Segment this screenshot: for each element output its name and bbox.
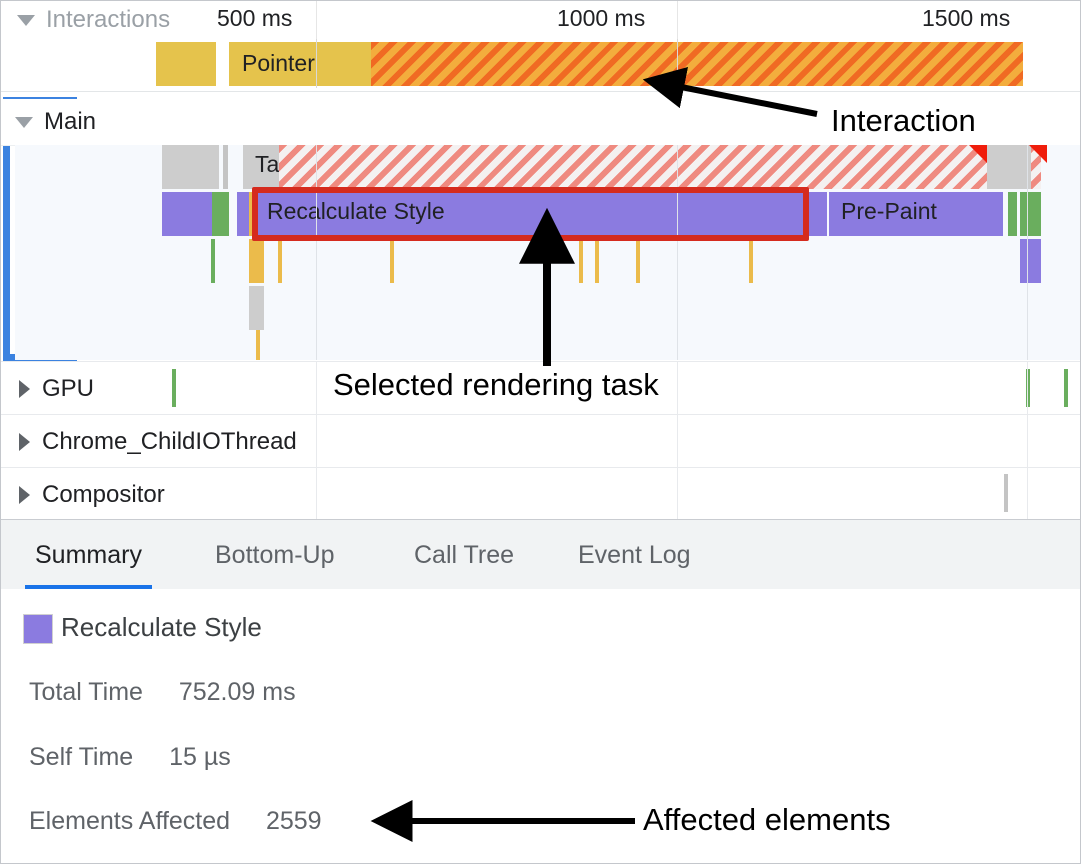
flame-bar-yellow-tick-2[interactable]: [390, 239, 394, 283]
ruler-tick-500: 500 ms: [217, 5, 293, 31]
flame-bar-yellow-tick-7[interactable]: [256, 330, 260, 360]
chevron-down-icon[interactable]: [15, 116, 33, 128]
summary-key-self-time: Self Time: [29, 743, 134, 771]
tab-bottom-up[interactable]: Bottom-Up: [205, 520, 344, 590]
flame-bar-pre-paint-label: Pre-Paint: [841, 198, 937, 224]
flame-bar-task-hatched[interactable]: [279, 145, 987, 189]
flame-bar-yellow-block[interactable]: [249, 239, 264, 283]
chevron-down-icon[interactable]: [17, 14, 35, 26]
tab-event-log-label: Event Log: [578, 540, 691, 569]
flame-bar-purple-3[interactable]: [807, 192, 827, 236]
summary-row-elements-affected: Elements Affected 2559: [29, 807, 322, 836]
selection-highlight[interactable]: [252, 187, 809, 241]
interaction-bar-pointer-label: Pointer: [242, 50, 315, 76]
summary-value-total-time: 752.09 ms: [178, 678, 296, 706]
sidebar-item-main[interactable]: Main: [1, 99, 1080, 146]
ruler-tick-1000: 1000 ms: [557, 5, 646, 31]
summary-value-elements-affected: 2559: [265, 807, 322, 835]
tab-summary[interactable]: Summary: [25, 520, 152, 590]
flame-bar-yellow-tick-5[interactable]: [636, 239, 640, 283]
interaction-bar-1[interactable]: [156, 42, 216, 86]
flame-bar-gray-small[interactable]: [249, 286, 264, 330]
chevron-right-icon[interactable]: [19, 432, 30, 451]
flame-bar-recalculate-style-label: Recalculate Style: [267, 198, 445, 224]
summary-event-name: Recalculate Style: [61, 612, 262, 642]
tab-call-tree-label: Call Tree: [414, 540, 515, 569]
interaction-bar-pointer[interactable]: Pointer: [229, 42, 371, 86]
flame-bar-yellow-tick-3[interactable]: [579, 239, 583, 283]
warning-triangle-icon-2[interactable]: [1029, 145, 1047, 163]
tab-call-tree[interactable]: Call Tree: [404, 520, 524, 590]
tab-event-log[interactable]: Event Log: [568, 520, 701, 590]
main-flame-chart[interactable]: Task Recalculate Style Pre-Paint: [15, 145, 1080, 360]
chevron-right-icon[interactable]: [19, 485, 30, 504]
event-color-swatch: [23, 614, 53, 644]
timeline-gridline-1: [316, 1, 317, 39]
gpu-mark-2: [1026, 369, 1030, 407]
collapsed-gridline-2: [677, 361, 678, 519]
flame-bar-yellow-tick-1[interactable]: [278, 239, 282, 283]
flame-bar-hatch-tail[interactable]: [1031, 145, 1041, 189]
flame-bar-green-3[interactable]: [1020, 192, 1041, 236]
track-label-gpu: GPU: [42, 374, 95, 402]
summary-pane: Recalculate Style Total Time 752.09 ms S…: [1, 589, 1080, 863]
timeline-gridline-overlay-2: [677, 39, 678, 88]
gpu-mark-3: [1064, 369, 1068, 407]
chevron-right-icon[interactable]: [19, 379, 30, 398]
tab-bottom-up-label: Bottom-Up: [215, 540, 335, 569]
flame-bar-gray-1[interactable]: [162, 145, 219, 189]
flame-bar-gray-2[interactable]: [987, 145, 1031, 189]
track-label-main: Main: [44, 108, 97, 135]
summary-key-total-time: Total Time: [29, 678, 143, 706]
interaction-long-bar[interactable]: [371, 42, 1023, 86]
flame-bar-purple-tail[interactable]: [1020, 239, 1041, 283]
flame-gridline-2: [677, 145, 678, 360]
summary-key-elements-affected: Elements Affected: [29, 807, 231, 835]
sidebar-item-chrome-childiothread[interactable]: Chrome_ChildIOThread: [1, 414, 1080, 468]
interactions-track-divider: [1, 91, 1080, 92]
timeline-ruler[interactable]: 500 ms 1000 ms 1500 ms: [1, 1, 1080, 39]
tab-summary-label: Summary: [35, 540, 142, 569]
flame-bar-purple-1[interactable]: [162, 192, 212, 236]
sidebar-item-compositor[interactable]: Compositor: [1, 467, 1080, 521]
flame-bar-yellow-tick-4[interactable]: [595, 239, 599, 283]
flame-bar-pre-paint[interactable]: Pre-Paint: [829, 192, 1003, 236]
annotation-affected-elements: Affected elements: [643, 802, 891, 837]
ruler-tick-1500: 1500 ms: [922, 5, 1011, 31]
summary-row-total-time: Total Time 752.09 ms: [29, 678, 296, 707]
flame-bar-green-1[interactable]: [212, 192, 229, 236]
flame-bar-purple-2[interactable]: [237, 192, 249, 236]
track-label-compositor: Compositor: [42, 480, 165, 508]
compositor-mark-1: [1004, 474, 1008, 512]
interactions-track-bars[interactable]: Pointer: [1, 42, 1080, 86]
flame-bar-divider-1: [223, 145, 228, 189]
details-tab-bar[interactable]: Summary Bottom-Up Call Tree Event Log: [1, 519, 1080, 590]
sidebar-item-interactions[interactable]: Interactions: [1, 3, 170, 37]
annotation-interaction: Interaction: [831, 103, 976, 138]
warning-triangle-icon-1[interactable]: [969, 145, 987, 163]
gpu-mark-1: [172, 369, 176, 407]
collapsed-gridline-1: [316, 361, 317, 519]
timeline-gridline-2: [677, 1, 678, 39]
annotation-selected-rendering-task: Selected rendering task: [333, 367, 659, 402]
flame-bar-green-tick-1[interactable]: [211, 239, 215, 283]
track-label-interactions: Interactions: [46, 6, 171, 33]
flame-gridline-1: [316, 145, 317, 360]
summary-value-self-time: 15 µs: [169, 743, 231, 771]
sidebar-item-gpu[interactable]: GPU: [1, 361, 1080, 415]
track-label-chrome-childiothread: Chrome_ChildIOThread: [42, 427, 297, 455]
tab-active-indicator: [25, 585, 152, 590]
flame-gridline-3: [1027, 145, 1028, 360]
timeline-gridline-overlay-1: [316, 39, 317, 88]
flame-bar-green-2[interactable]: [1008, 192, 1017, 236]
flame-bar-yellow-tick-6[interactable]: [749, 239, 753, 283]
summary-row-self-time: Self Time 15 µs: [29, 743, 231, 772]
collapsed-gridline-3: [1027, 361, 1028, 519]
